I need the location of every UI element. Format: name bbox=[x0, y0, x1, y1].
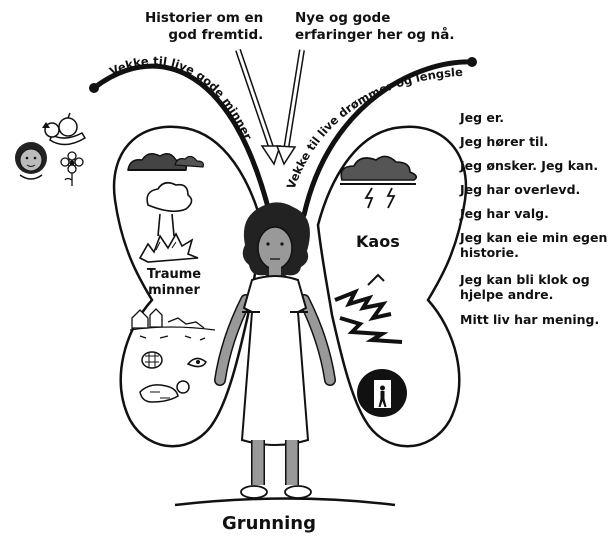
affirmation-4: Jeg har overlevd. bbox=[460, 182, 580, 198]
top-right-line-2: erfaringer her og nå. bbox=[295, 27, 454, 44]
affirmation-3: Jeg ønsker. Jeg kan. bbox=[460, 158, 598, 174]
right-wing-label: Kaos bbox=[356, 232, 400, 251]
right-antenna-tip bbox=[467, 57, 477, 67]
top-left-line-1: Historier om en bbox=[145, 10, 263, 27]
left-wing-label-line-2: minner bbox=[142, 283, 206, 299]
arrow-right-head bbox=[277, 146, 295, 164]
left-antenna-tip bbox=[89, 83, 99, 93]
top-left-line-2: god fremtid. bbox=[145, 27, 263, 44]
left-wing-label: Traume minner bbox=[142, 267, 206, 299]
affirmation-1: Jeg er. bbox=[460, 110, 504, 126]
affirmation-2: Jeg hører til. bbox=[460, 134, 548, 150]
affirmation-7-cont: hjelpe andre. bbox=[460, 287, 553, 303]
affirmation-8: Mitt liv har mening. bbox=[460, 312, 599, 328]
ground-label: Grunning bbox=[222, 513, 316, 534]
top-left-text: Historier om en god fremtid. bbox=[145, 10, 263, 44]
top-right-text: Nye og gode erfaringer her og nå. bbox=[295, 10, 454, 44]
ground-line bbox=[175, 499, 395, 506]
affirmation-6-cont: historie. bbox=[460, 245, 519, 261]
affirmation-5: Jeg har valg. bbox=[460, 206, 549, 222]
fruit-bowl-icon bbox=[42, 113, 85, 145]
flower-icon bbox=[61, 152, 83, 186]
top-right-line-1: Nye og gode bbox=[295, 10, 454, 27]
doorway-silhouette-icon bbox=[357, 369, 407, 417]
affirmation-7: Jeg kan bli klok og bbox=[460, 272, 590, 288]
affirmation-6: Jeg kan eie min egen bbox=[460, 230, 607, 246]
woman-face-icon bbox=[15, 142, 47, 179]
left-wing-label-line-1: Traume bbox=[142, 267, 206, 283]
